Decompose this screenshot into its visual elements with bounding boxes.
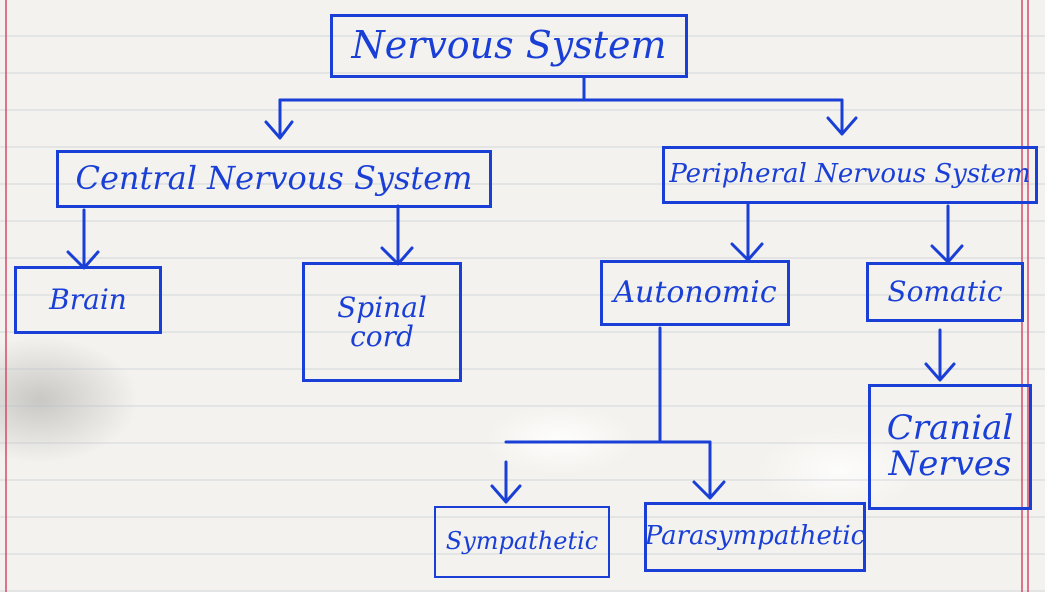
node-peripheral-nervous-system: Peripheral Nervous System (662, 146, 1038, 204)
node-nervous-system: Nervous System (330, 14, 688, 78)
arrowhead-autonomic-parasympathetic (692, 480, 726, 500)
node-autonomic: Autonomic (600, 260, 790, 326)
node-cranial-nerves: Cranial Nerves (868, 384, 1032, 510)
node-sympathetic: Sympathetic (434, 506, 610, 578)
arrowhead-root-cns (264, 120, 294, 140)
arrowhead-somatic-cranial (924, 362, 956, 382)
arrowhead-autonomic-sympathetic (490, 484, 522, 504)
node-parasympathetic: Parasympathetic (644, 502, 866, 572)
node-spinal-cord: Spinal cord (302, 262, 462, 382)
arrowhead-root-pns (826, 116, 858, 136)
node-brain: Brain (14, 266, 162, 334)
node-somatic: Somatic (866, 262, 1024, 322)
node-central-nervous-system: Central Nervous System (56, 150, 492, 208)
